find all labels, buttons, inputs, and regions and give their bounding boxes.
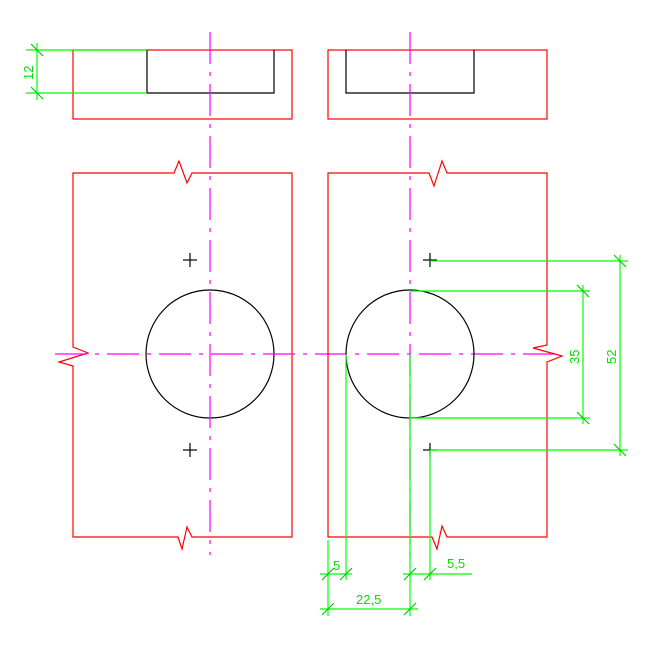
dimension-text-22-5: 22,5 — [356, 592, 381, 607]
dimension-center-22-5: 22,5 — [320, 592, 418, 616]
dimension-hole-35: 35 — [410, 284, 590, 425]
left-top-view-outline — [72, 49, 293, 120]
dimension-screw-5-5: 5,5 — [403, 556, 472, 581]
dimension-edge-5: 5 — [320, 558, 353, 581]
dimension-screw-52: 52 — [430, 254, 628, 457]
dimension-text-5: 5 — [333, 558, 340, 573]
right-front-view-outline — [327, 159, 564, 551]
left-screw-mark-bottom — [183, 443, 197, 457]
left-front-view-outline — [56, 159, 293, 552]
dimension-text-52: 52 — [604, 350, 619, 364]
right-top-view-outline — [327, 49, 548, 120]
left-part — [56, 32, 293, 555]
dimension-text-12: 12 — [21, 66, 36, 80]
right-part — [327, 32, 564, 555]
dimension-text-35: 35 — [567, 350, 582, 364]
right-screw-mark-top — [423, 253, 437, 267]
left-screw-mark-top — [183, 253, 197, 267]
dimension-pocket-depth: 12 — [21, 43, 147, 100]
dimension-text-5-5: 5,5 — [447, 556, 465, 571]
